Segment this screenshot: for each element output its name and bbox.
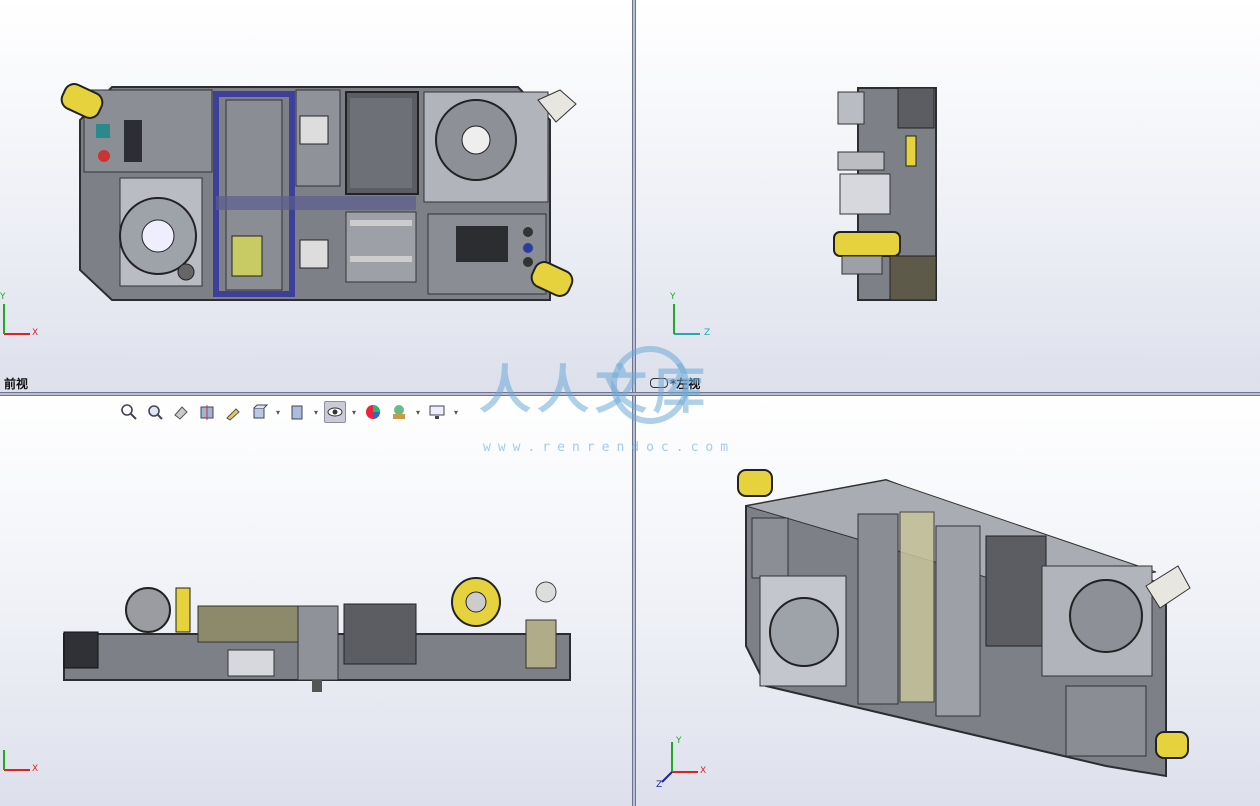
link-view-icon bbox=[650, 378, 668, 388]
hide-show-items-dropdown[interactable]: ▾ bbox=[351, 407, 356, 417]
viewport-label-left: *左视 bbox=[670, 377, 701, 391]
axis-y-label: Y bbox=[676, 736, 682, 746]
axis-z-label: Z bbox=[704, 328, 711, 338]
axis-x-label: X bbox=[700, 766, 707, 776]
previous-view-icon[interactable] bbox=[170, 401, 192, 423]
viewport-label-front: 前视 bbox=[4, 377, 29, 391]
axis-x-label: X bbox=[32, 764, 39, 774]
view-settings-icon[interactable] bbox=[426, 401, 448, 423]
view-settings-dropdown[interactable]: ▾ bbox=[453, 407, 458, 417]
view-orientation-dropdown[interactable]: ▾ bbox=[275, 407, 280, 417]
edit-appearance-icon[interactable] bbox=[362, 401, 384, 423]
viewport-bottom[interactable]: X bbox=[0, 396, 632, 806]
axis-z-label: Z bbox=[656, 780, 663, 790]
view-orientation-icon[interactable] bbox=[248, 401, 270, 423]
front-view-model bbox=[60, 83, 577, 301]
viewport-horizontal-splitter[interactable] bbox=[0, 392, 1260, 396]
axis-triad-iso: X Y Z bbox=[656, 736, 716, 796]
apply-scene-dropdown[interactable]: ▾ bbox=[415, 407, 420, 417]
display-style-icon[interactable] bbox=[286, 401, 308, 423]
display-style-dropdown[interactable]: ▾ bbox=[313, 407, 318, 417]
viewport-left[interactable]: Z Y *左视 bbox=[636, 0, 1260, 392]
apply-scene-icon[interactable] bbox=[388, 401, 410, 423]
iso-view-model bbox=[737, 469, 1191, 778]
zoom-to-fit-icon[interactable] bbox=[118, 401, 140, 423]
bottom-view-model bbox=[63, 577, 571, 692]
left-view-model bbox=[833, 87, 937, 301]
zoom-area-icon[interactable] bbox=[144, 401, 166, 423]
dynamic-annotation-icon[interactable] bbox=[222, 401, 244, 423]
hide-show-items-icon[interactable] bbox=[324, 401, 346, 423]
axis-x-label: X bbox=[32, 328, 39, 338]
axis-triad-front: X Y bbox=[0, 290, 60, 350]
axis-triad-left: Z Y bbox=[666, 290, 726, 350]
viewport-iso[interactable]: X Y Z bbox=[636, 396, 1260, 806]
viewport-vertical-splitter[interactable] bbox=[632, 0, 636, 806]
axis-triad-bottom: X bbox=[0, 746, 60, 806]
viewport-front[interactable]: X Y 前视 bbox=[0, 0, 632, 392]
section-view-icon[interactable] bbox=[196, 401, 218, 423]
axis-y-label: Y bbox=[670, 292, 676, 302]
axis-y-label: Y bbox=[0, 292, 6, 302]
heads-up-view-toolbar: ▾ ▾ ▾ ▾ ▾ bbox=[118, 400, 460, 424]
